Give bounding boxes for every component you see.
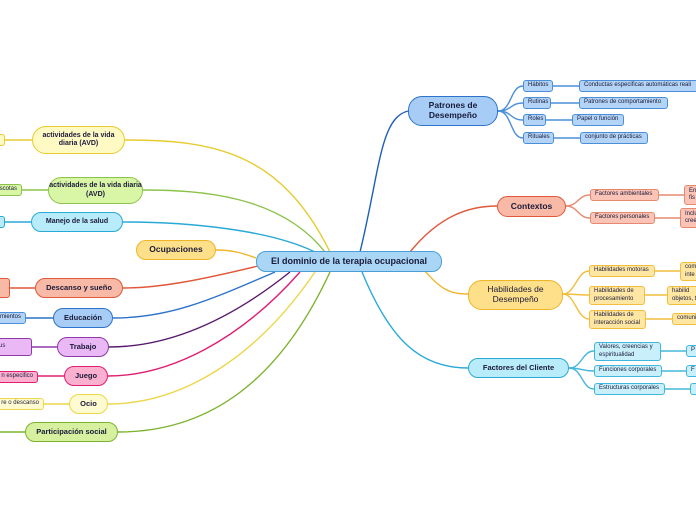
salud-detail[interactable] — [0, 216, 5, 228]
link-educacion — [112, 271, 276, 319]
habilidades-procesamiento-node[interactable]: Habilidades de procesamiento — [589, 286, 645, 305]
avd1-detail[interactable] — [0, 134, 5, 146]
link-contextos — [409, 205, 498, 253]
funciones-detail[interactable]: F — [686, 365, 696, 377]
avd-node-1[interactable]: actividades de la vida diaria (AVD) — [32, 126, 125, 154]
link-ocupaciones — [215, 249, 257, 259]
ocupaciones-node[interactable]: Ocupaciones — [136, 240, 216, 260]
link-descanso — [122, 265, 259, 289]
link-juego — [107, 271, 301, 377]
rituales-detail[interactable]: conjunto de prácticas — [580, 132, 648, 144]
trabajo-node[interactable]: Trabajo — [57, 337, 109, 357]
link-ocio — [107, 271, 316, 405]
factores-ambientales-detail[interactable]: En fis — [684, 185, 696, 205]
roles-detail[interactable]: Papel o función — [572, 114, 624, 126]
habilidades-interaccion-node[interactable]: Habilidades de interacción social — [589, 310, 646, 329]
educacion-node[interactable]: Educación — [53, 308, 113, 328]
estructuras-corporales-node[interactable]: Estructuras corporales — [594, 383, 665, 395]
funciones-corporales-node[interactable]: Funciones corporales — [594, 365, 662, 377]
juego-detail[interactable]: n especifico — [0, 371, 38, 383]
educacion-detail[interactable]: mientos — [0, 312, 26, 324]
link-patrones — [359, 110, 409, 253]
ocio-detail[interactable]: re o descanso — [0, 398, 44, 410]
descanso-detail[interactable] — [0, 278, 10, 298]
manejo-salud-node[interactable]: Manejo de la salud — [31, 212, 123, 232]
avd2-detail[interactable]: ascotas — [0, 184, 22, 196]
link-trabajo — [108, 271, 291, 348]
habitos-node[interactable]: Hábitos — [523, 80, 553, 92]
habilidades-procesamiento-detail[interactable]: habilid objetos, t — [667, 286, 696, 305]
link-salud — [122, 221, 316, 253]
factores-personales-detail[interactable]: Inclu cree — [680, 208, 696, 228]
habilidades-motoras-node[interactable]: Habilidades motoras — [589, 265, 655, 277]
ocio-node[interactable]: Ocio — [69, 394, 108, 414]
habilidades-interaccion-detail[interactable]: comuni — [672, 313, 696, 325]
link-avd2 — [142, 189, 326, 253]
participacion-social-node[interactable]: Participación social — [25, 422, 118, 442]
rituales-node[interactable]: Rituales — [523, 132, 554, 144]
central-topic[interactable]: El dominio de la terapia ocupacional — [256, 251, 442, 272]
factores-cliente-node[interactable]: Factores del Cliente — [468, 358, 569, 378]
trabajo-detail[interactable]: us — [0, 338, 32, 356]
habilidades-desempeno-node[interactable]: Habilidades de Desempeño — [468, 280, 563, 310]
valores-creencias-node[interactable]: Valores, creencias y espiritualidad — [594, 342, 661, 361]
descanso-sueno-node[interactable]: Descanso y sueño — [35, 278, 123, 298]
contextos-node[interactable]: Contextos — [497, 196, 566, 217]
habitos-detail[interactable]: Conductas especificas automáticas reali — [579, 80, 696, 92]
patrones-desempeno-node[interactable]: Patrones de Desempeño — [408, 96, 498, 126]
roles-node[interactable]: Roles — [523, 114, 546, 126]
link-avd1 — [124, 139, 331, 253]
factores-ambientales-node[interactable]: Factores ambientales — [590, 189, 659, 201]
avd-node-2[interactable]: actividades de la vida diaria (AVD) — [48, 177, 143, 204]
rutinas-detail[interactable]: Patrones de comportamiento — [579, 97, 668, 109]
estructuras-detail[interactable] — [690, 383, 696, 395]
habilidades-motoras-detail[interactable]: com inte — [680, 262, 696, 281]
valores-detail[interactable]: P — [686, 345, 696, 357]
factores-personales-node[interactable]: Factores personales — [590, 212, 655, 224]
rutinas-node[interactable]: Rutinas — [523, 97, 551, 109]
link-participacion — [117, 271, 331, 433]
link-factores — [361, 271, 469, 369]
juego-node[interactable]: Juego — [64, 366, 108, 386]
